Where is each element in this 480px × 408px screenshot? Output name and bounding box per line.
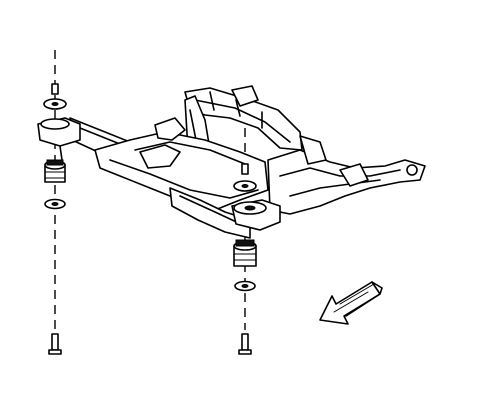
direction-arrow-icon	[319, 281, 383, 325]
right-bushing	[233, 239, 257, 267]
right-upper-bolt-tip	[241, 163, 249, 175]
left-upper-bolt-tip	[51, 83, 59, 95]
left-upper-washer	[43, 98, 67, 110]
right-lower-washer	[234, 280, 256, 292]
right-upper-washer	[233, 180, 257, 192]
left-lower-washer	[44, 198, 66, 210]
right-mount-bracket	[231, 199, 281, 231]
frame-right-arm	[267, 135, 426, 215]
left-bushing	[44, 159, 66, 183]
left-mount-bracket	[37, 117, 81, 161]
right-mount-bolt	[238, 333, 252, 355]
frame-rear-crossmember	[184, 85, 303, 151]
left-mount-bolt	[48, 333, 62, 355]
frame-front-crossmember	[94, 117, 269, 213]
